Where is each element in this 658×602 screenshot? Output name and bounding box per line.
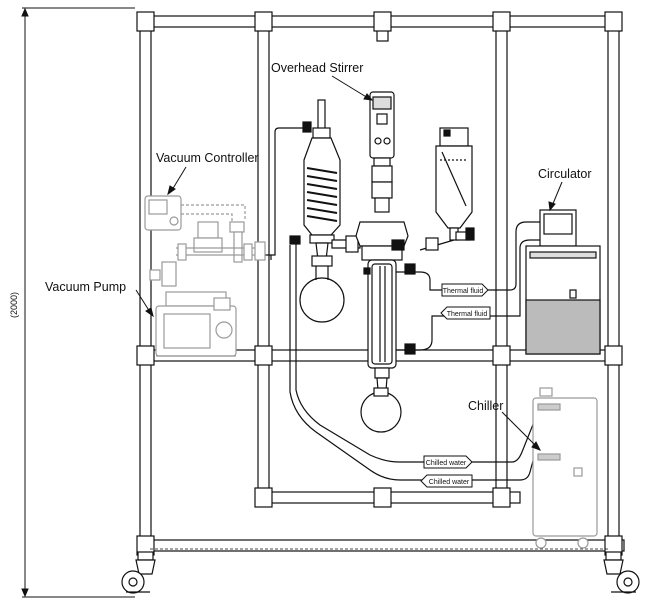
dimension-label: (2000)	[9, 292, 19, 318]
right-caster	[603, 551, 640, 594]
circulator	[525, 209, 601, 355]
hose-tag-chilled-1: Chilled water	[423, 455, 473, 469]
hose-tag-thermal-2: Thermal fluid	[440, 306, 491, 320]
thermal-fluid-tag-1: Thermal fluid	[443, 288, 484, 295]
condenser	[299, 99, 345, 323]
addition-funnel	[419, 127, 473, 251]
chiller	[532, 387, 598, 549]
height-dimension	[21, 7, 135, 598]
condenser-valves	[289, 121, 312, 245]
reactor-valves	[363, 239, 416, 355]
label-overhead-stirrer: Overhead Stirrer	[271, 61, 363, 75]
overhead-stirrer	[369, 91, 395, 213]
label-vacuum-controller: Vacuum Controller	[156, 151, 259, 165]
label-chiller: Chiller	[468, 399, 503, 413]
funnel-valves	[443, 129, 475, 241]
label-circulator: Circulator	[538, 167, 592, 181]
hose-tag-chilled-2: Chilled water	[420, 474, 473, 488]
thermal-fluid-tag-2: Thermal fluid	[447, 311, 488, 318]
label-leaders	[135, 75, 563, 451]
vacuum-pump	[155, 291, 237, 357]
reactor	[355, 221, 409, 433]
vapor-arm	[331, 235, 361, 253]
vacuum-controller	[144, 195, 246, 231]
vacuum-manifold	[149, 221, 266, 287]
hose-tag-thermal-1: Thermal fluid	[441, 283, 489, 297]
frame-joints	[136, 11, 623, 556]
label-vacuum-pump: Vacuum Pump	[45, 280, 126, 294]
chilled-water-tag-1: Chilled water	[426, 460, 467, 467]
chilled-water-tag-2: Chilled water	[429, 479, 470, 486]
left-caster	[121, 551, 156, 594]
